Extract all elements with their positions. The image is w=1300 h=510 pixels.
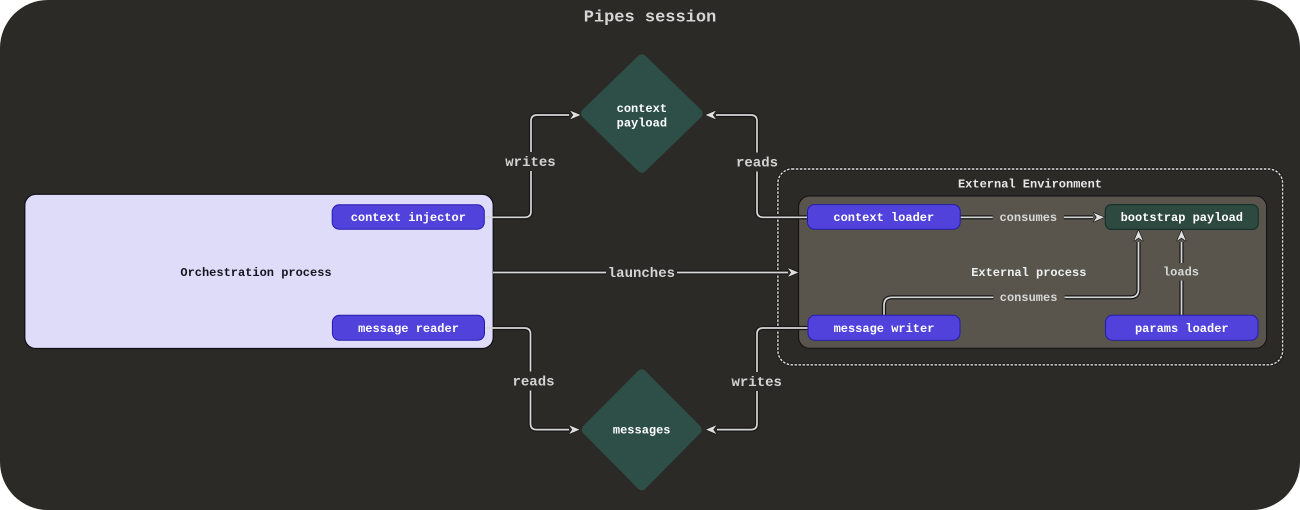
svg-text:bootstrap payload: bootstrap payload [1121, 211, 1243, 225]
svg-text:consumes: consumes [999, 211, 1057, 225]
svg-text:reads: reads [512, 375, 554, 391]
svg-text:Pipes session: Pipes session [584, 8, 717, 27]
svg-text:context injector: context injector [351, 211, 466, 225]
svg-text:External Environment: External Environment [958, 177, 1102, 191]
svg-text:External process: External process [971, 266, 1086, 280]
svg-text:Orchestration process: Orchestration process [180, 266, 331, 280]
svg-text:context loader: context loader [833, 211, 934, 225]
svg-text:context: context [617, 102, 667, 116]
svg-text:launches: launches [608, 266, 675, 282]
svg-text:consumes: consumes [1000, 291, 1058, 305]
svg-text:messages: messages [613, 424, 671, 438]
svg-text:writes: writes [505, 155, 555, 171]
svg-text:payload: payload [617, 116, 667, 130]
svg-text:loads: loads [1163, 266, 1199, 280]
svg-text:writes: writes [731, 375, 781, 391]
svg-text:params loader: params loader [1135, 322, 1229, 336]
svg-text:message reader: message reader [358, 322, 459, 336]
svg-text:message writer: message writer [834, 322, 935, 336]
svg-text:reads: reads [736, 156, 778, 172]
